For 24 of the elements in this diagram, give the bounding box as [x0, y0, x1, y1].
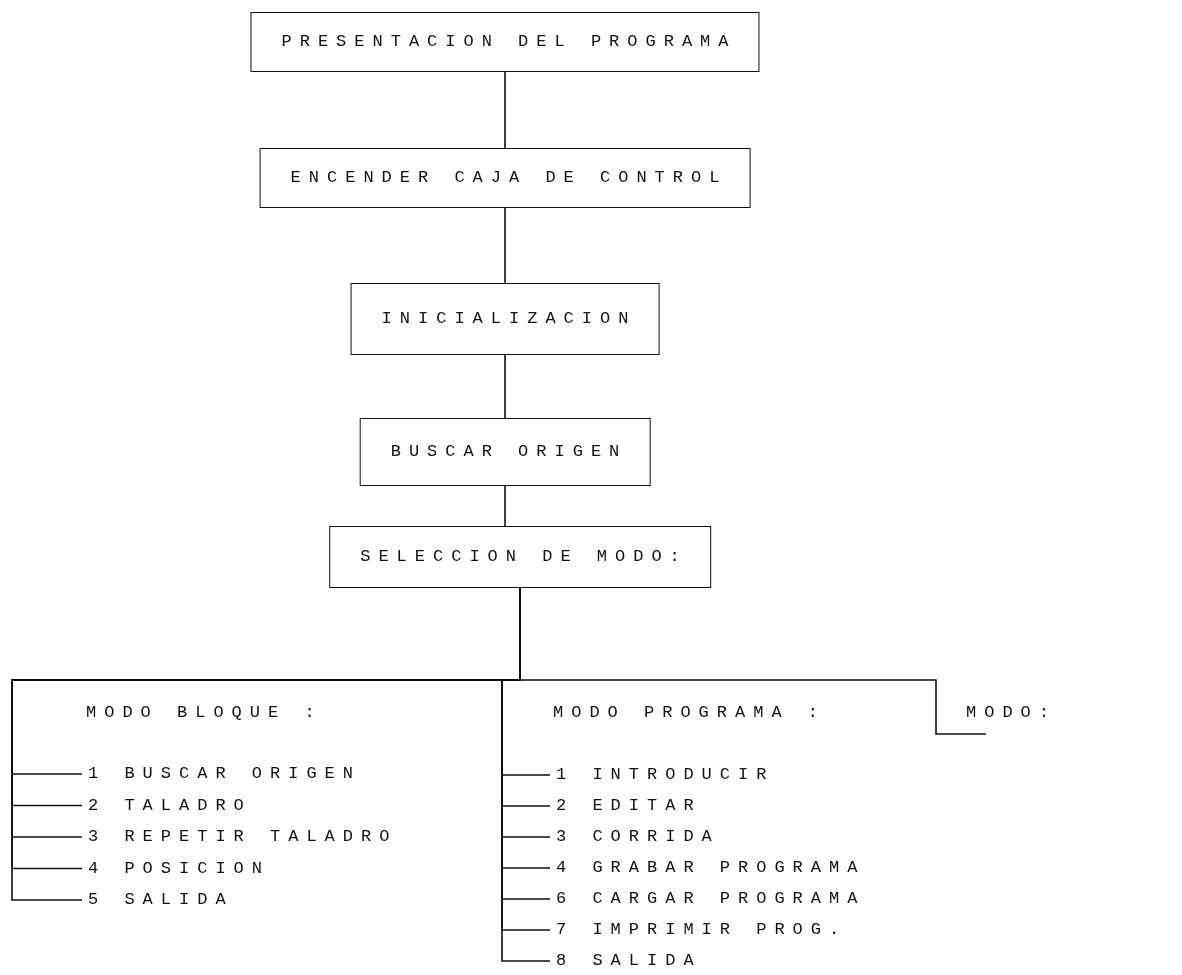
menu-option: 7 IMPRIMIR PROG. [556, 919, 848, 941]
connector-line [504, 71, 506, 149]
process-box: BUSCAR ORIGEN [359, 418, 651, 486]
connector-line [504, 485, 506, 527]
mode-heading: MODO BLOQUE : [86, 702, 323, 724]
mode-heading: MODO: [966, 702, 1057, 734]
menu-option: 4 POSICION [88, 857, 271, 880]
menu-option: 3 CORRIDA [556, 826, 720, 848]
menu-option: 6 CARGAR PROGRAMA [556, 888, 866, 910]
connector-line [504, 207, 506, 284]
connector-line [504, 354, 506, 419]
process-box: INICIALIZACION [350, 283, 660, 355]
menu-option: 2 TALADRO [88, 794, 252, 817]
menu-option: 1 INTRODUCIR [556, 764, 775, 786]
process-box: ENCENDER CAJA DE CONTROL [259, 148, 751, 208]
menu-option: 2 EDITAR [556, 795, 702, 817]
menu-option: 1 BUSCAR ORIGEN [88, 763, 362, 785]
menu-option: 4 GRABAR PROGRAMA [556, 857, 866, 879]
menu-option: 8 SALIDA [556, 950, 702, 972]
menu-option: 5 SALIDA [88, 889, 234, 911]
menu-option: 3 REPETIR TALADRO [88, 826, 398, 848]
process-box: PRESENTACION DEL PROGRAMA [250, 12, 760, 72]
mode-heading: MODO PROGRAMA : [553, 702, 827, 724]
process-box: SELECCION DE MODO: [329, 526, 711, 588]
